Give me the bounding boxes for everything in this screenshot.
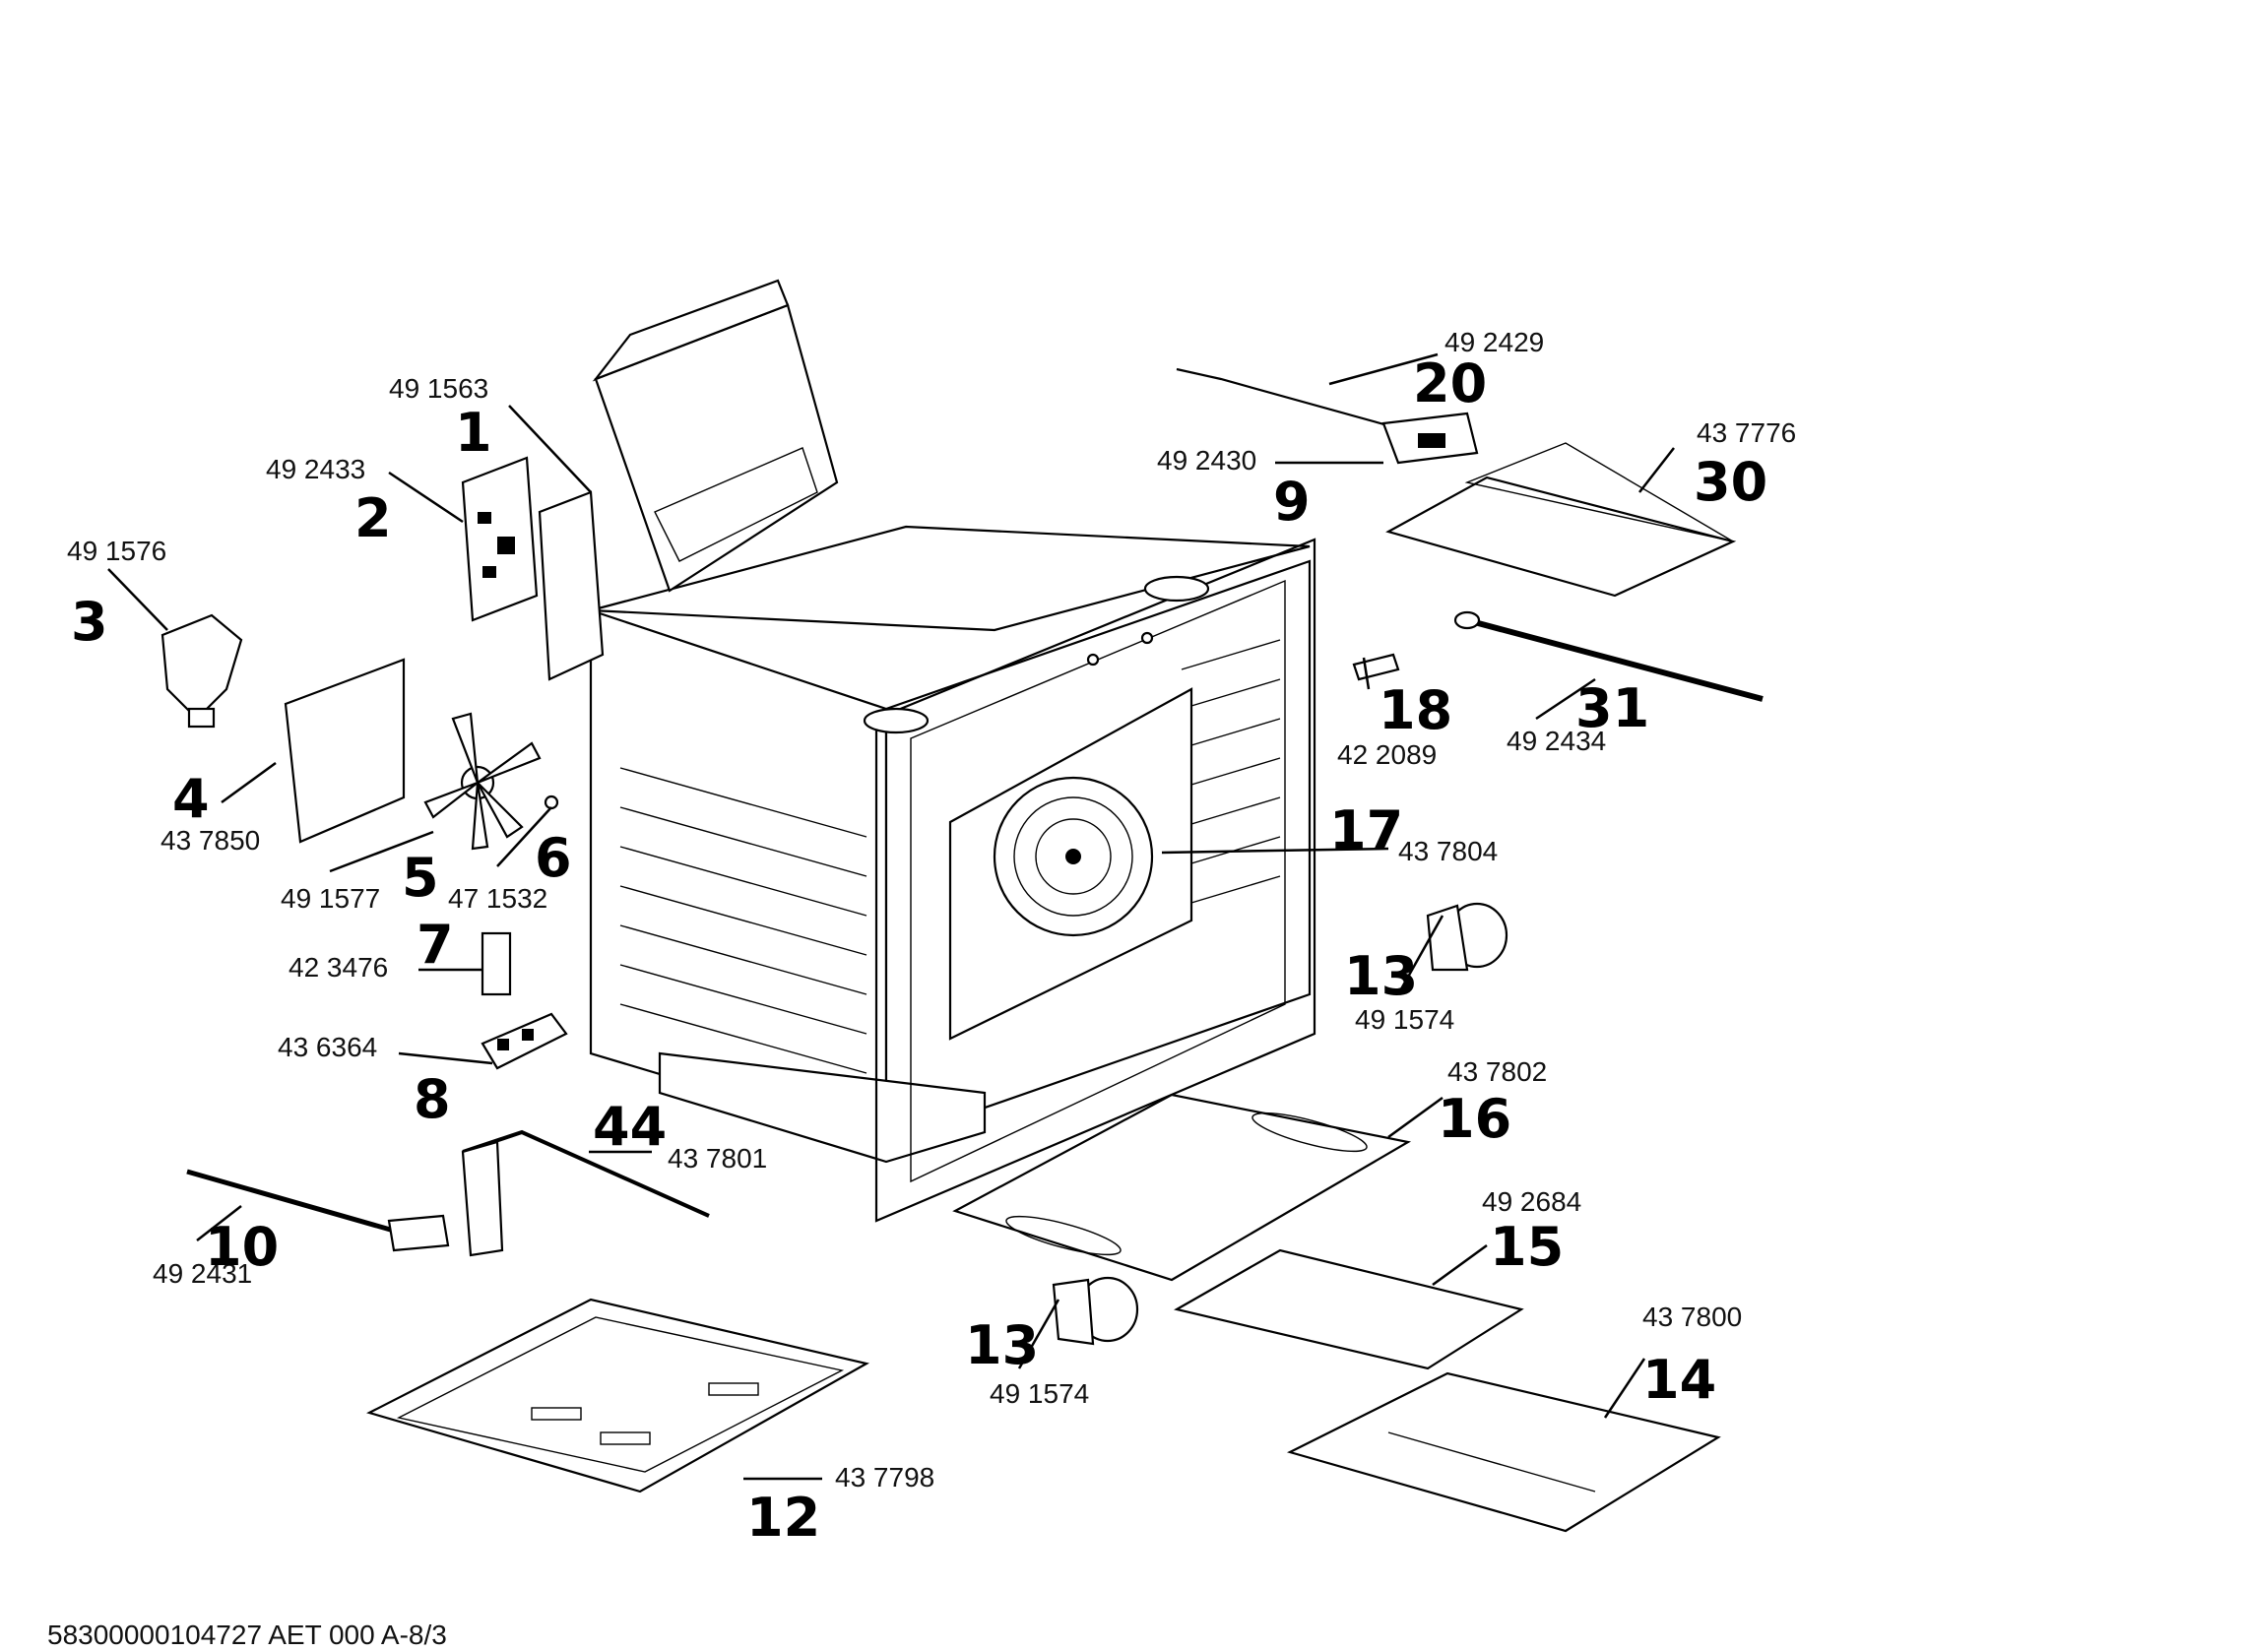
- part-terminal-block-8: [481, 1012, 568, 1070]
- callout-4: 4: [172, 768, 210, 830]
- part-rod-31: [1453, 610, 1764, 702]
- part-heating-rod-20: [1176, 367, 1479, 465]
- part-number-13-upper: 49 1574: [1355, 1004, 1454, 1035]
- part-number-6: 47 1532: [448, 883, 547, 914]
- part-number-14: 43 7800: [1642, 1302, 1742, 1332]
- callout-13-upper: 13: [1344, 945, 1418, 1007]
- part-number-labels: 49 1563 49 2433 49 1576 43 7850 49 1577 …: [67, 327, 1796, 1493]
- callout-44: 44: [593, 1096, 667, 1158]
- leader-lines: [107, 352, 1675, 1481]
- callout-17: 17: [1329, 799, 1403, 861]
- part-number-16: 43 7802: [1447, 1056, 1547, 1087]
- part-number-31: 49 2434: [1507, 726, 1606, 756]
- part-number-9: 49 2430: [1157, 445, 1256, 476]
- diagram-reference-code: 58300000104727 AET 000 A-8/3: [47, 1620, 447, 1650]
- part-bracket-3: [160, 613, 243, 729]
- part-number-15: 49 2684: [1482, 1186, 1581, 1217]
- part-block-7: [481, 931, 512, 996]
- callout-5: 5: [402, 847, 439, 909]
- oven-cabinet: [589, 279, 1316, 1223]
- callout-3: 3: [71, 591, 108, 653]
- part-number-30: 43 7776: [1697, 417, 1796, 448]
- part-control-board-2: [461, 456, 539, 622]
- part-number-2: 49 2433: [266, 454, 365, 484]
- part-number-8: 43 6364: [278, 1032, 377, 1062]
- part-number-5: 49 1577: [281, 883, 380, 914]
- callout-numerals: 1 2 3 4 5 6 7 8 9 10 12 13 13 14 15 16 1…: [71, 352, 1767, 1549]
- callout-10: 10: [205, 1216, 279, 1278]
- part-number-20: 49 2429: [1444, 327, 1544, 357]
- part-screw-6: [544, 794, 559, 810]
- part-number-17: 43 7804: [1398, 836, 1498, 866]
- part-lamp-13-upper: [1426, 902, 1508, 972]
- callout-31: 31: [1575, 677, 1649, 739]
- part-lamp-13-lower: [1052, 1276, 1139, 1346]
- part-rod-10: [186, 1169, 450, 1252]
- callout-14: 14: [1642, 1349, 1716, 1411]
- part-number-18: 42 2089: [1337, 739, 1437, 770]
- part-bracket-44: [461, 1129, 710, 1257]
- part-cover-30: [1385, 476, 1737, 598]
- callout-16: 16: [1438, 1088, 1511, 1150]
- callout-1: 1: [455, 402, 492, 464]
- part-number-13-lower: 49 1574: [990, 1378, 1089, 1409]
- callout-8: 8: [414, 1068, 451, 1130]
- part-number-12: 43 7798: [835, 1462, 934, 1493]
- part-number-10: 49 2431: [153, 1258, 252, 1289]
- part-number-3: 49 1576: [67, 536, 166, 566]
- callout-12: 12: [746, 1487, 820, 1549]
- callout-2: 2: [354, 487, 392, 549]
- callout-6: 6: [535, 827, 572, 889]
- callout-9: 9: [1273, 471, 1311, 533]
- part-panel-1: [538, 490, 605, 681]
- part-number-4: 43 7850: [160, 825, 260, 856]
- part-number-1: 49 1563: [389, 373, 488, 404]
- part-baking-pan-12: [366, 1298, 870, 1493]
- part-clip-18: [1352, 653, 1400, 690]
- callout-7: 7: [417, 914, 454, 976]
- callout-20: 20: [1413, 352, 1487, 414]
- callout-18: 18: [1379, 679, 1452, 741]
- part-panel-14: [1286, 1371, 1721, 1533]
- callout-30: 30: [1694, 451, 1767, 513]
- callout-13-lower: 13: [965, 1314, 1039, 1376]
- part-panel-15: [1174, 1248, 1524, 1370]
- callout-15: 15: [1490, 1216, 1564, 1278]
- part-number-7: 42 3476: [289, 952, 388, 983]
- part-fan-plate-4: [284, 658, 406, 844]
- part-number-44: 43 7801: [668, 1143, 767, 1174]
- part-fan-blade-5: [423, 712, 542, 851]
- part-tray-16: [952, 1093, 1412, 1282]
